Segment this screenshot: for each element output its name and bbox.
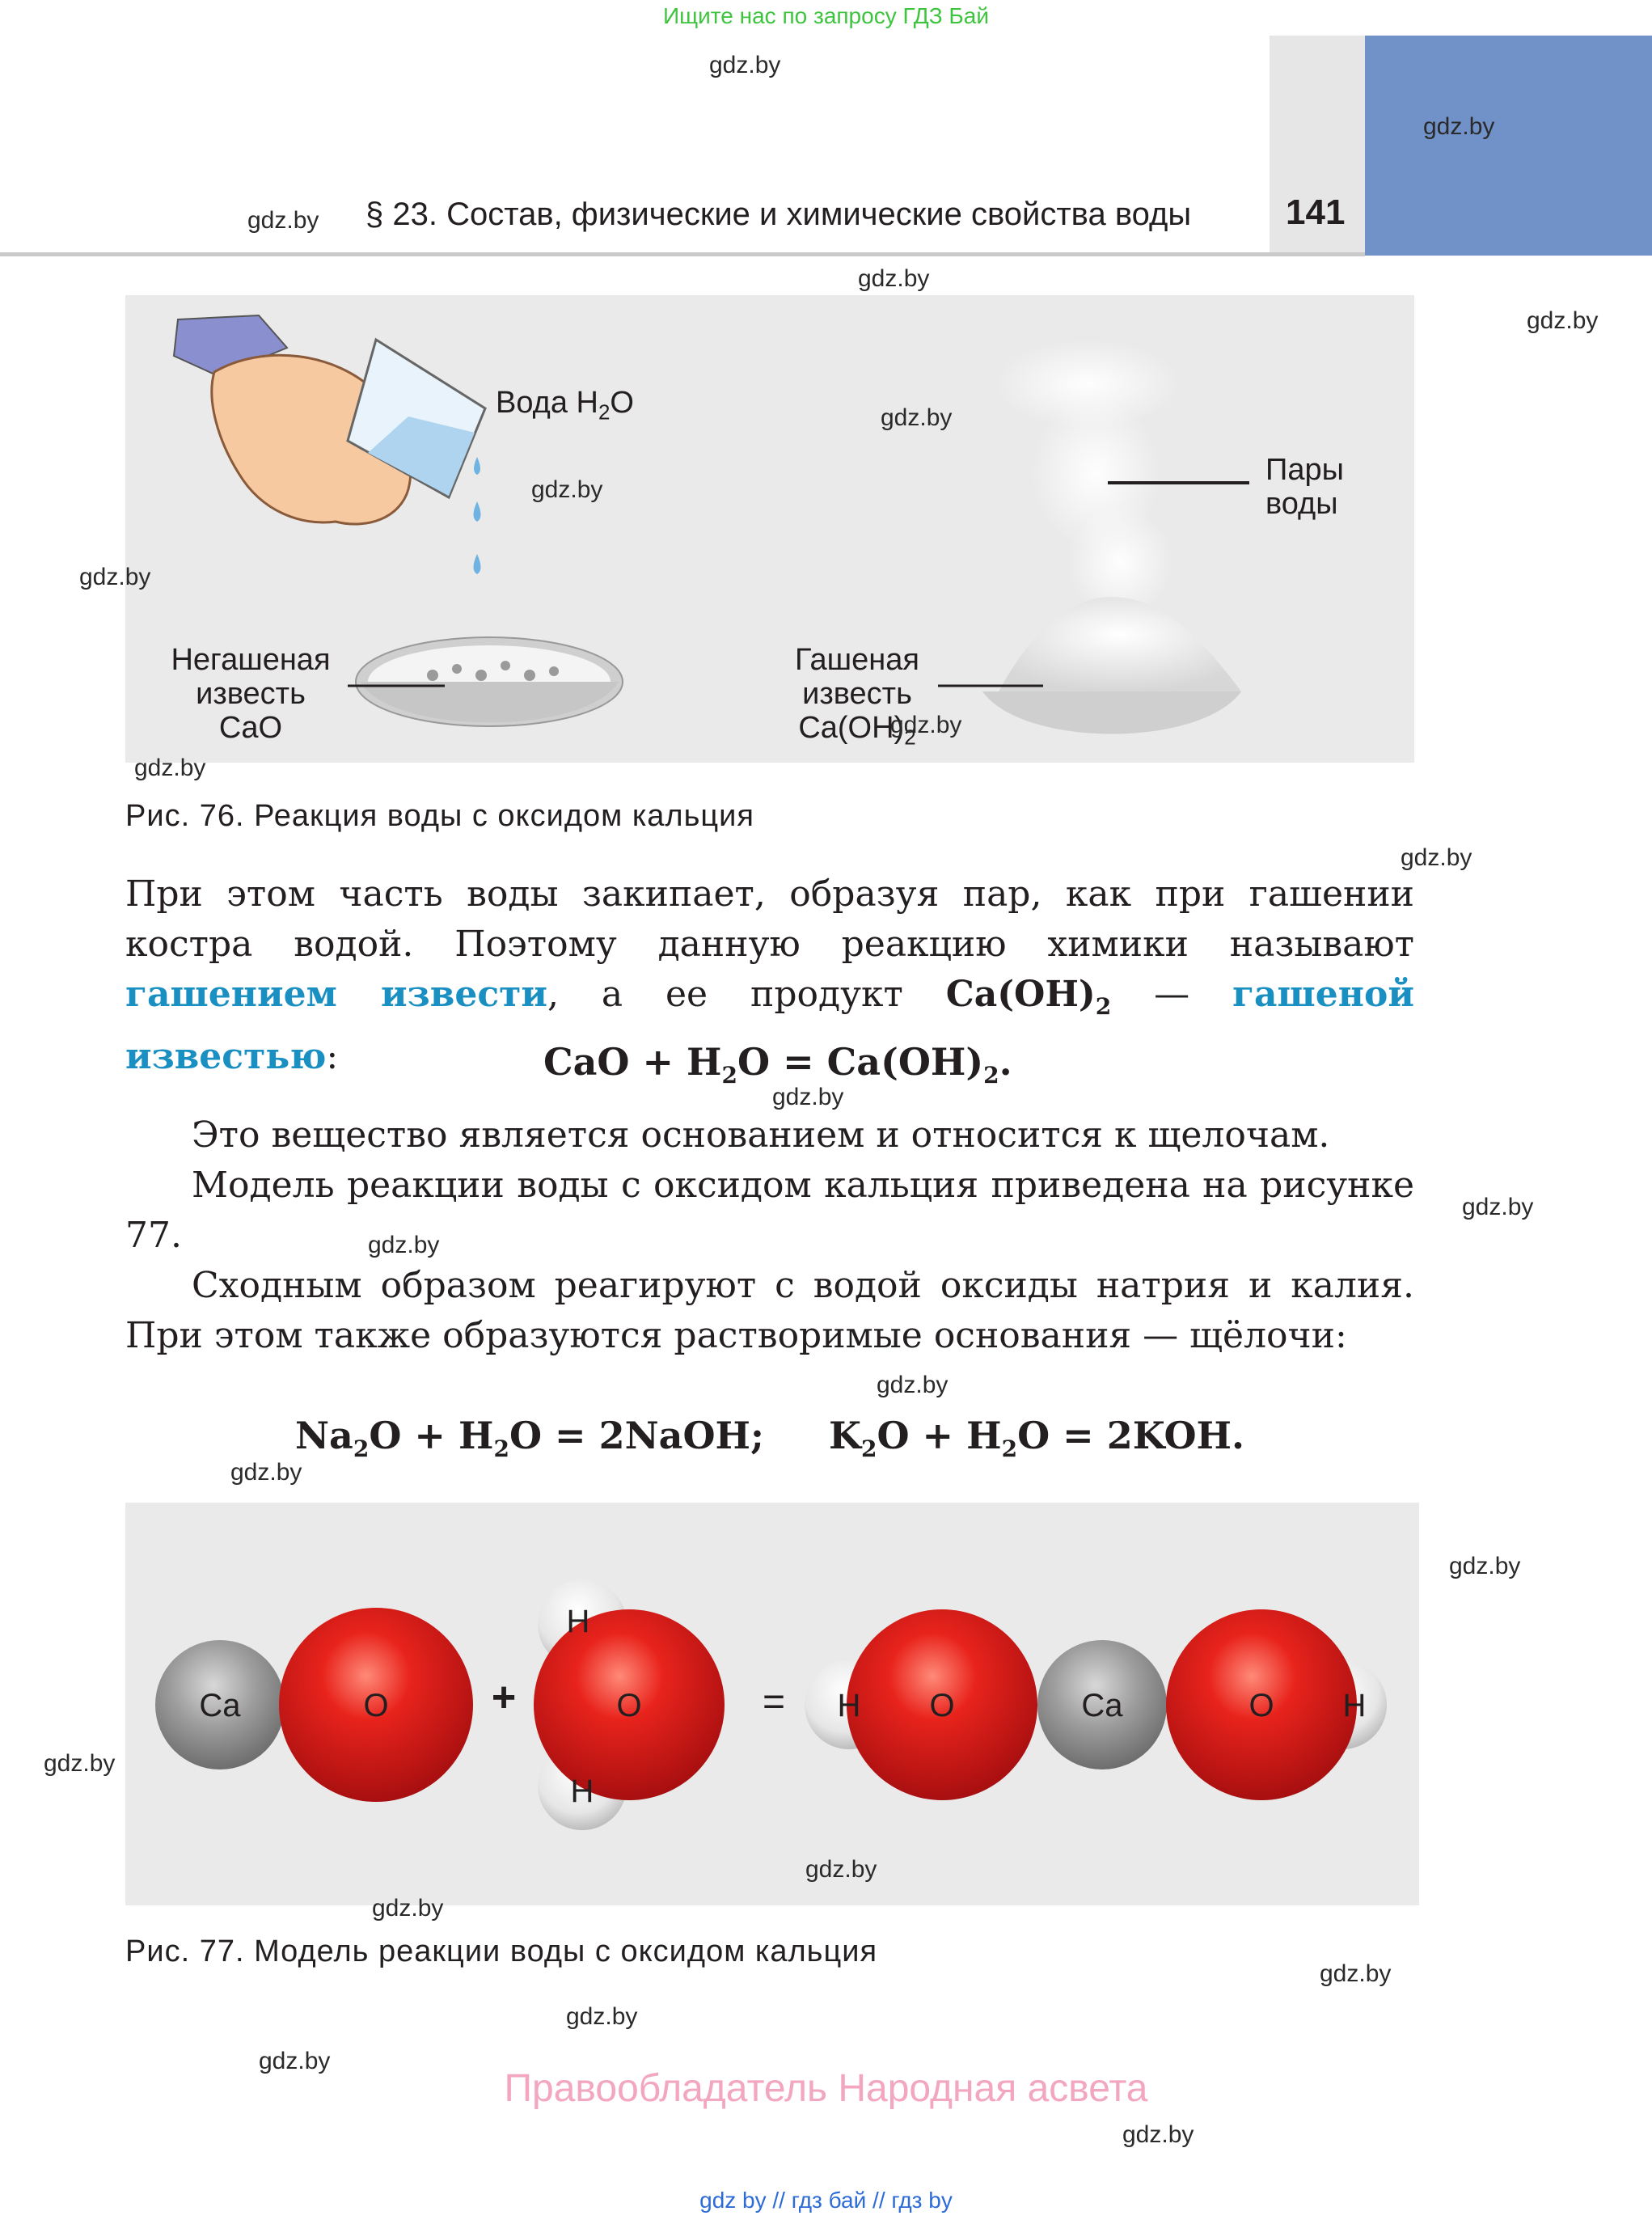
plus-sign: + [492, 1674, 516, 1721]
term-slaked-lime: гашеной известью [125, 974, 1414, 1077]
watermark: gdz.by [230, 1459, 302, 1486]
watermark: gdz.by [1122, 2121, 1194, 2148]
watermark: gdz.by [877, 1372, 949, 1398]
copyright-owner: Правообладатель Народная асвета [504, 2067, 1148, 2110]
equals-sign: = [763, 1681, 785, 1723]
label-h-3: H [838, 1688, 861, 1723]
label-water: Вода H2O [496, 386, 634, 425]
watermark: gdz.by [372, 1895, 444, 1922]
watermark: gdz.by [368, 1232, 440, 1258]
paragraph-2: Это вещество является основанием и относ… [192, 1114, 1330, 1156]
atom-o-product-1 [847, 1609, 1037, 1800]
figure-76-caption: Рис. 76. Реакция воды с оксидом кальция [125, 799, 754, 833]
label-ca-1: Ca [199, 1688, 241, 1723]
paragraph-4: Сходным образом реагируют с водой оксиды… [125, 1265, 1414, 1356]
watermark: gdz.by [1449, 1553, 1521, 1579]
figure-77-molecule-model: Ca O + H H O = H O Ca O H [155, 1579, 1387, 1830]
watermark: gdz.by [805, 1856, 877, 1883]
top-banner[interactable]: Ищите нас по запросу ГДЗ Бай [662, 3, 990, 28]
atom-o-product-2 [1166, 1609, 1357, 1800]
water-drop-1 [474, 457, 480, 475]
watermark: gdz.by [531, 476, 603, 503]
watermark: gdz.by [858, 265, 930, 292]
paragraph-1: При этом часть воды закипает, образуя па… [125, 873, 1414, 1077]
figure-76: Вода H2O Пары воды Негашеная известь CaO… [125, 295, 1414, 763]
atom-o-reactant [279, 1608, 473, 1802]
watermark: gdz.by [1423, 113, 1495, 140]
body-text: При этом часть воды закипает, образуя па… [125, 869, 1414, 1082]
label-h-2: H [571, 1774, 594, 1809]
label-o-4: O [1249, 1688, 1274, 1723]
watermark: gdz.by [134, 755, 206, 781]
header-color-block [1365, 36, 1652, 256]
water-drop-3 [473, 554, 481, 574]
body-text-2: Это вещество является основанием и относ… [125, 1110, 1414, 1361]
term-slaking: гашением извести [125, 974, 548, 1015]
watermark: gdz.by [1462, 1194, 1534, 1220]
paragraph-3: Модель реакции воды с оксидом кальция пр… [125, 1165, 1414, 1256]
section-title: § 23. Состав, физические и химические св… [365, 197, 1192, 232]
equation-k2o-water: K2O + H2O = 2KOH. [829, 1414, 1245, 1463]
watermark: gdz.by [709, 52, 781, 78]
watermark: gdz.by [79, 564, 151, 590]
label-h-4: H [1343, 1688, 1367, 1723]
label-o-3: O [929, 1688, 954, 1723]
label-ca-2: Ca [1081, 1688, 1123, 1723]
figure-76-illustration [172, 314, 1249, 734]
footer-links[interactable]: gdz by // гдз бай // гдз by [699, 2188, 953, 2213]
equation-cao-water: CaO + H2O = Ca(OH)2. [543, 1040, 1012, 1089]
figure-77: Ca O + H H O = H O Ca O H [125, 1503, 1419, 1905]
atom-o-water [534, 1609, 725, 1800]
watermark: gdz.by [44, 1750, 116, 1777]
label-o-2: O [616, 1688, 641, 1723]
page-number: 141 [1286, 192, 1346, 232]
steam-cloud-1 [995, 340, 1181, 429]
steam-cloud-3 [1067, 505, 1172, 619]
label-h-1: H [567, 1604, 590, 1639]
label-steam: Пары воды [1265, 453, 1344, 521]
beaker-water [368, 416, 475, 496]
header-page-tab [1270, 36, 1365, 256]
slaked-lime-pile [999, 597, 1241, 691]
figure-77-caption: Рис. 77. Модель реакции воды с оксидом к… [125, 1934, 878, 1968]
bowl-right-body [982, 691, 1241, 734]
watermark: gdz.by [1320, 1960, 1392, 1987]
label-o-1: O [363, 1688, 388, 1723]
header-divider [0, 252, 1365, 256]
label-slaked-lime: Гашеная известь Ca(OH)2 [795, 643, 919, 750]
equation-na2o-water: Na2O + H2O = 2NaOH; [295, 1414, 764, 1463]
watermark: gdz.by [1401, 844, 1472, 871]
atom-ca-reactant [155, 1640, 285, 1769]
label-quicklime: Негашеная известь CaO [171, 643, 331, 745]
water-drop-2 [473, 501, 481, 522]
atom-ca-product [1037, 1640, 1167, 1769]
watermark: gdz.by [1527, 307, 1599, 334]
watermark: gdz.by [890, 712, 962, 738]
bowl-left-body [360, 682, 619, 723]
watermark: gdz.by [881, 404, 953, 431]
watermark: gdz.by [259, 2048, 331, 2074]
watermark: gdz.by [772, 1084, 844, 1110]
watermark: gdz.by [566, 2003, 638, 2030]
watermark: gdz.by [247, 207, 319, 234]
